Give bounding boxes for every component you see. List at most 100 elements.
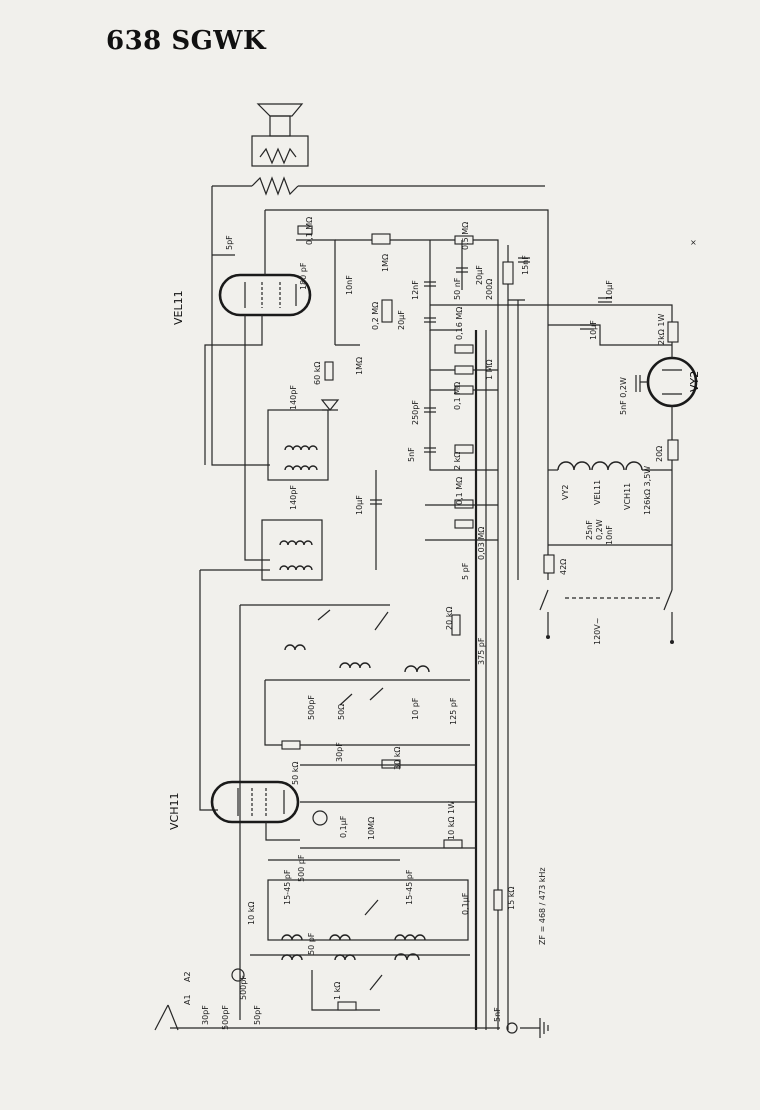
resistor-30kohm xyxy=(381,759,401,769)
label-res-016-mohm: 0,16 MΩ xyxy=(455,307,464,340)
label-cap-500pf-ant: 500pF xyxy=(221,1005,230,1030)
antenna-icon xyxy=(154,1004,200,1031)
page-title: 638 SGWK xyxy=(106,26,267,56)
label-res-01-mohm-b: 0,1 MΩ xyxy=(453,382,462,410)
label-cap-5pf-top: 5pF xyxy=(225,235,234,250)
label-cap-30pf-ant: 30pF xyxy=(201,1005,210,1025)
vel11-tube xyxy=(218,273,312,317)
label-res-10-kohm: 10 kΩ xyxy=(247,902,256,925)
label-res-1mohm: 1MΩ xyxy=(381,254,390,272)
resistor-05-mohm xyxy=(454,235,474,245)
label-heater-vy2: VY2 xyxy=(561,485,570,500)
label-cap-25nf: 25nF xyxy=(585,520,594,540)
resistor-02-mohm xyxy=(381,299,393,323)
label-cap-10nf: 10nF xyxy=(345,275,354,295)
label-cap-01uf-b: 0,1µF xyxy=(461,892,470,915)
label-res-02w: 0,2W xyxy=(595,519,604,540)
label-res-2kohm: 2 kΩ xyxy=(453,452,462,470)
loudspeaker-icon xyxy=(251,103,309,167)
resistor-15kohm xyxy=(493,889,503,911)
label-cap-15-45pf-b: 15-45 pF xyxy=(405,869,414,905)
label-cap-10uf: 10µF xyxy=(605,280,614,300)
label-mains: 120V~ xyxy=(593,618,602,645)
label-cap-250pf: 250pF xyxy=(411,400,420,425)
label-cap-500pf-b: 500 pF xyxy=(297,854,306,882)
vel11-label: VEL11 xyxy=(172,290,185,325)
resistor-60kohm xyxy=(324,361,334,381)
resistor-016-mohm xyxy=(454,344,474,354)
label-cap-125pf: 125 pF xyxy=(449,697,458,725)
resistor-50ohm xyxy=(281,740,301,750)
label-heater-vel11: VEL11 xyxy=(593,480,602,505)
label-cap-10pf: 10 pF xyxy=(411,697,420,720)
wave-switch-bank xyxy=(239,604,470,1020)
label-cap-15nf: 15nF xyxy=(521,255,530,275)
ground-icon xyxy=(520,1018,549,1038)
label-cap-50pf: 50 pF xyxy=(307,932,316,955)
resistor-1-mohm-b xyxy=(454,365,474,375)
resistor-1mohm xyxy=(371,233,391,245)
resistor-003-mohm xyxy=(454,519,474,529)
label-res-05-mohm: 0,5 MΩ xyxy=(461,222,470,250)
label-cap-5nf-vy2: 5nF 0,2W xyxy=(619,377,628,415)
vy2-label: VY2 xyxy=(688,371,701,392)
label-cap-50-nf: 50 nF xyxy=(453,277,462,300)
label-cap-500pf: 500pF xyxy=(307,695,316,720)
label-res-10kohm-1w: 10 kΩ 1W xyxy=(447,801,456,840)
potentiometer-200ohm xyxy=(502,261,514,285)
label-res-20ohm: 20Ω xyxy=(655,446,664,462)
label-res-50kohm: 50 kΩ xyxy=(291,762,300,785)
label-cap-12nf: 12nF xyxy=(411,280,420,300)
label-cap-20uf: 20µF xyxy=(475,265,484,285)
label-res-1-mohm-b: 1 MΩ xyxy=(485,359,494,380)
resistor-01-mohm-b xyxy=(454,385,474,395)
resistor-10kohm-1w xyxy=(443,839,463,849)
resistor-2kohm-1w xyxy=(667,321,679,343)
resistor-01-mohm-c xyxy=(454,499,474,509)
heater-chain xyxy=(548,461,672,471)
if-transformer-1 xyxy=(261,519,323,581)
label-res-15kohm: 15 kΩ xyxy=(507,887,516,910)
label-cap-10uf-c: 10µF xyxy=(355,495,364,515)
label-heater-vch11: VCH11 xyxy=(623,483,632,510)
label-res-42ohm: 42Ω xyxy=(559,559,568,575)
mains-switch xyxy=(539,560,674,644)
label-cap-180pf: 180 pF xyxy=(299,262,308,290)
label-res-10mohm: 10MΩ xyxy=(367,817,376,840)
label-cap-5-kpf: 5 pF xyxy=(461,562,470,580)
trimmer-icon xyxy=(312,810,328,826)
label-cap-140pf-b: 140pF xyxy=(289,485,298,510)
label-res-003-mohm: 0,03 MΩ xyxy=(477,527,486,560)
label-cap-30pf: 30pF xyxy=(335,742,344,762)
label-cap-10uf-b: 10µF xyxy=(589,320,598,340)
label-cap-15-45pf: 15-45 pF xyxy=(283,869,292,905)
input-coils xyxy=(250,879,470,1011)
if-transformer-2 xyxy=(267,409,329,481)
resistor-1kohm xyxy=(337,1001,357,1011)
output-transformer xyxy=(212,176,545,196)
resistor-01-mohm xyxy=(297,225,313,235)
label-cap-5nf: 5nF xyxy=(407,447,416,462)
label-ant-a2: A2 xyxy=(183,971,192,982)
label-ant-a1: A1 xyxy=(183,994,192,1005)
resistor-20ohm xyxy=(667,439,679,461)
label-cap-5nf-gnd: 5nF xyxy=(493,1007,502,1022)
resistor-42ohm xyxy=(543,554,555,574)
label-res-50ohm: 50Ω xyxy=(337,704,346,720)
label-cap-10nf-b: 10nF xyxy=(605,525,614,545)
label-cap-375pf: 375 pF xyxy=(477,637,486,665)
resistor-20kohm xyxy=(451,614,461,636)
label-res-02-mohm: 0,2 MΩ xyxy=(371,302,380,330)
label-res-60kohm: 60 kΩ xyxy=(313,362,322,385)
corner-mark: × xyxy=(690,238,697,247)
detector-diode-icon xyxy=(320,399,340,411)
vch11-tube xyxy=(210,780,300,824)
label-cap-50pf-ant: 50pF xyxy=(253,1005,262,1025)
label-res-30kohm: 30 kΩ xyxy=(393,747,402,770)
vch11-label: VCH11 xyxy=(168,793,181,830)
label-res-01-mohm-c: 0,1 MΩ xyxy=(455,477,464,505)
label-res-20kohm: 20 kΩ xyxy=(445,607,454,630)
label-cap-140pf: 140pF xyxy=(289,385,298,410)
label-res-01-mohm: 0,1 MΩ xyxy=(305,217,314,245)
